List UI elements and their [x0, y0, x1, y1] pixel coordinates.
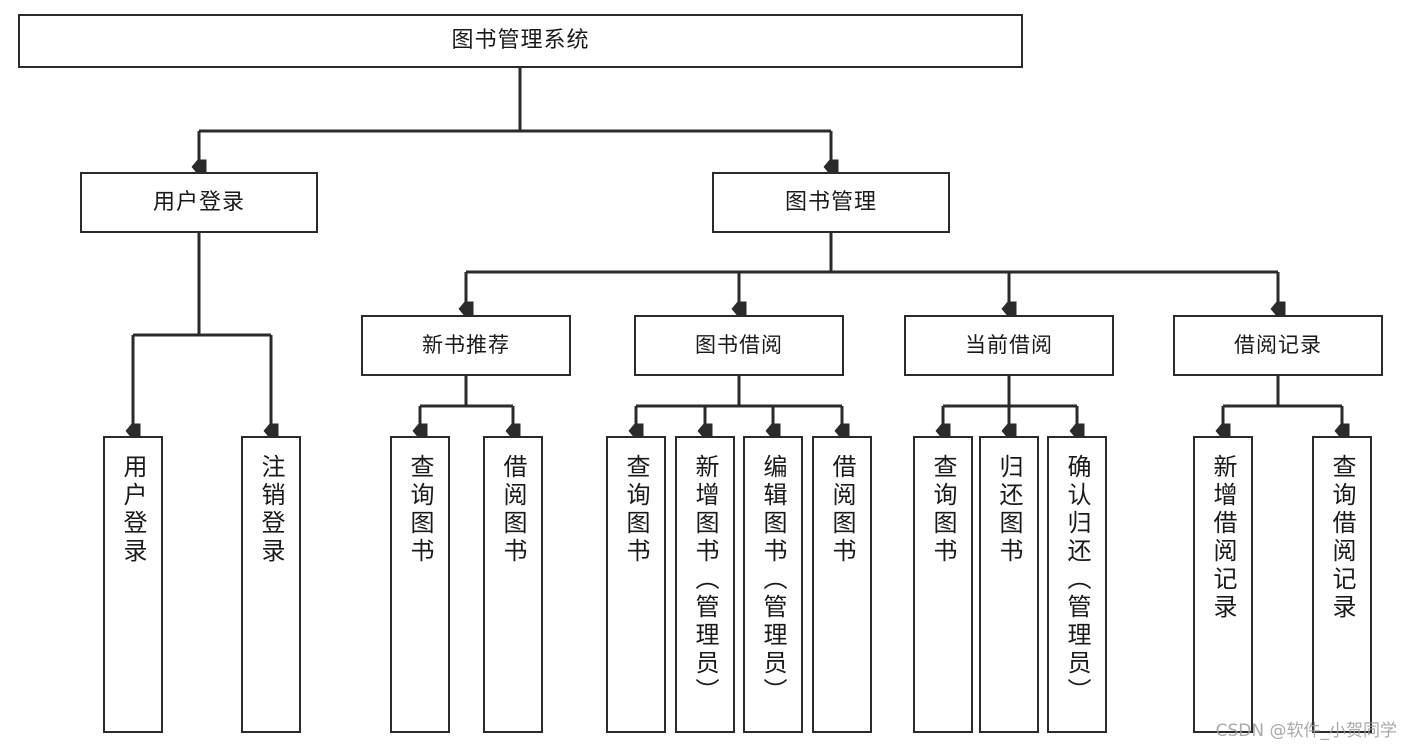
leaf-borrow-book-2-label: 借阅图书: [828, 454, 856, 566]
leaf-borrow-book-1[interactable]: 借阅图书: [483, 436, 543, 733]
leaf-query-record-label: 查询借阅记录: [1328, 454, 1356, 622]
node-current-borrow[interactable]: 当前借阅: [904, 315, 1114, 376]
leaf-query-book-3-label: 查询图书: [929, 454, 957, 566]
node-root-label: 图书管理系统: [451, 28, 590, 54]
leaf-add-record[interactable]: 新增借阅记录: [1193, 436, 1253, 733]
node-root[interactable]: 图书管理系统: [18, 14, 1023, 68]
leaf-query-book-2-label: 查询图书: [622, 454, 650, 566]
node-user-login[interactable]: 用户登录: [80, 172, 318, 233]
leaf-confirm-return[interactable]: 确认归还（管理员）: [1047, 436, 1107, 733]
leaf-confirm-return-label: 确认归还（管理员）: [1063, 454, 1091, 706]
node-borrow-record[interactable]: 借阅记录: [1173, 315, 1383, 376]
leaf-edit-book-label: 编辑图书（管理员）: [759, 454, 787, 706]
leaf-user-login-label: 用户登录: [119, 454, 147, 566]
node-book-manage-label: 图书管理: [784, 189, 877, 215]
leaf-query-book-1[interactable]: 查询图书: [390, 436, 450, 733]
leaf-add-record-label: 新增借阅记录: [1209, 454, 1237, 622]
node-current-borrow-label: 当前借阅: [965, 333, 1053, 358]
node-book-borrow[interactable]: 图书借阅: [634, 315, 844, 376]
leaf-query-book-2[interactable]: 查询图书: [606, 436, 666, 733]
leaf-logout[interactable]: 注销登录: [241, 436, 301, 733]
leaf-query-record[interactable]: 查询借阅记录: [1312, 436, 1372, 733]
node-book-borrow-label: 图书借阅: [695, 333, 783, 358]
leaf-logout-label: 注销登录: [257, 454, 285, 566]
leaf-borrow-book-2[interactable]: 借阅图书: [812, 436, 872, 733]
leaf-borrow-book-1-label: 借阅图书: [499, 454, 527, 566]
leaf-return-book-label: 归还图书: [995, 454, 1023, 566]
leaf-query-book-1-label: 查询图书: [406, 454, 434, 566]
leaf-add-book-label: 新增图书（管理员）: [691, 454, 719, 706]
leaf-edit-book[interactable]: 编辑图书（管理员）: [743, 436, 803, 733]
node-book-manage[interactable]: 图书管理: [712, 172, 950, 233]
leaf-return-book[interactable]: 归还图书: [979, 436, 1039, 733]
leaf-add-book[interactable]: 新增图书（管理员）: [675, 436, 735, 733]
node-user-login-label: 用户登录: [152, 189, 245, 215]
leaf-user-login[interactable]: 用户登录: [103, 436, 163, 733]
node-new-book-rec[interactable]: 新书推荐: [361, 315, 571, 376]
leaf-query-book-3[interactable]: 查询图书: [913, 436, 973, 733]
csdn-watermark: CSDN @软件_小贺同学: [1215, 721, 1397, 741]
node-new-book-rec-label: 新书推荐: [422, 333, 510, 358]
node-borrow-record-label: 借阅记录: [1234, 333, 1322, 358]
